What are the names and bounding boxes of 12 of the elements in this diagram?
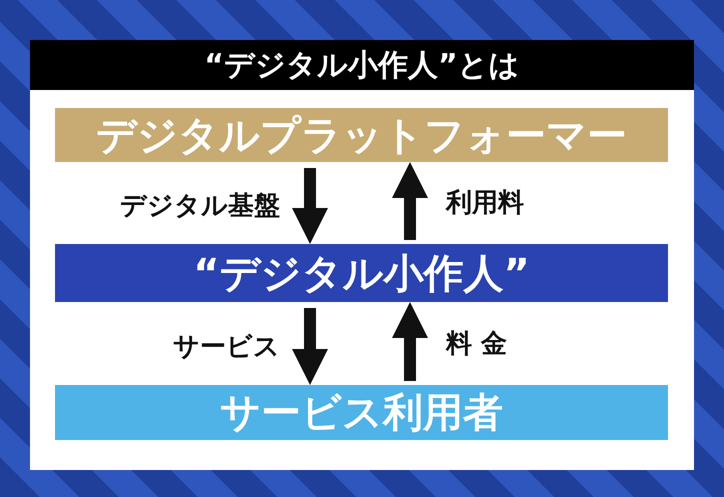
edge-label: 料 金	[446, 328, 508, 360]
edge-label: 利用料	[446, 187, 524, 220]
title-bar: “デジタル小作人”とは	[30, 40, 694, 90]
arrow	[292, 168, 328, 244]
arrow	[292, 308, 328, 385]
label-box: サービス利用者	[55, 385, 668, 440]
arrow	[392, 162, 428, 240]
arrow	[392, 302, 428, 381]
label-box: “デジタル小作人”	[55, 244, 668, 302]
edge-label: サービス	[173, 330, 280, 364]
edge-label: デジタル基盤	[120, 190, 280, 223]
label-box: デジタルプラットフォーマー	[55, 108, 668, 162]
